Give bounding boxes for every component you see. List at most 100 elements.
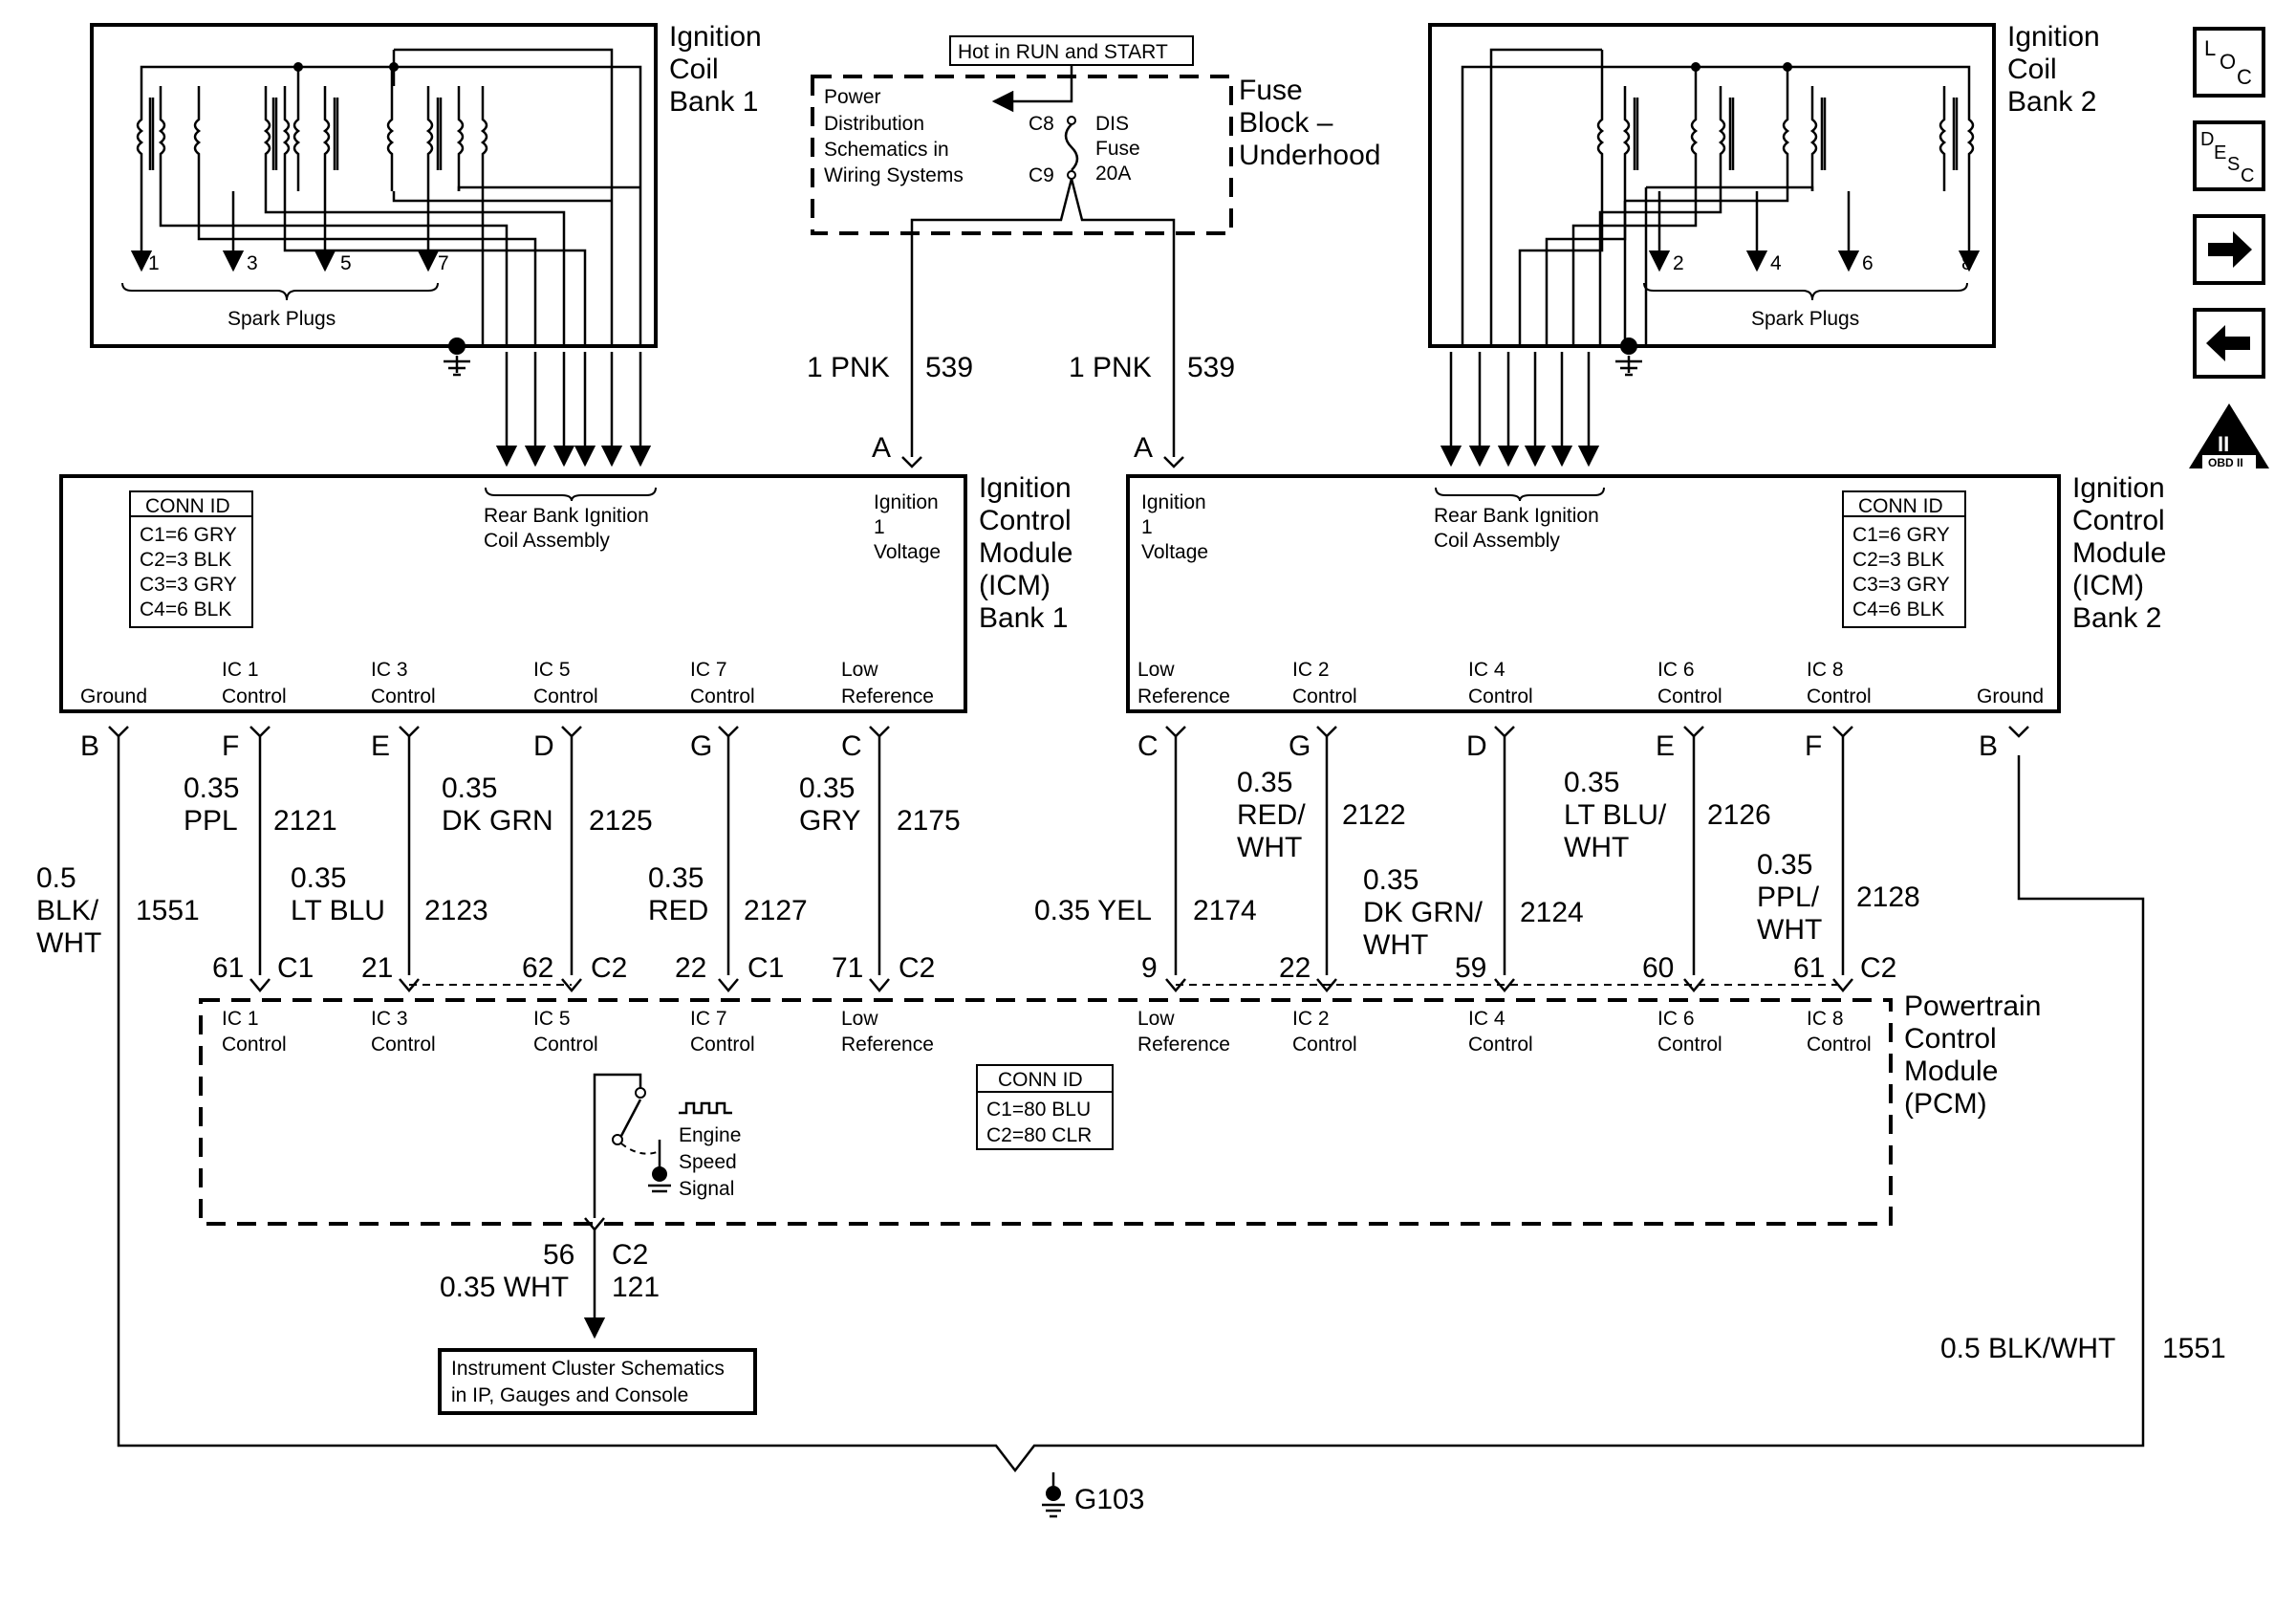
spark-plugs-label-1: Spark Plugs <box>227 308 336 330</box>
icm1-title-3: Module <box>979 537 1072 569</box>
cluster-ref-1: Instrument Cluster Schematics <box>451 1358 725 1380</box>
feed1-circuit: 539 <box>925 352 973 383</box>
icm1-term-ic5-a: IC 5 <box>533 659 571 681</box>
cluster-ref-2: in IP, Gauges and Console <box>451 1384 688 1406</box>
coil-transformers <box>136 86 488 191</box>
w2128-label-3: WHT <box>1757 914 1822 946</box>
wires-bank1: B F E D G C 0.5 BLK/ WHT 1551 0.35 PPL 2… <box>36 726 2145 1473</box>
pcm-pin-60: 60 <box>1642 952 1674 984</box>
w2123-label-1: 0.35 <box>291 862 346 894</box>
pcm-title-3: Module <box>1904 1056 1998 1087</box>
pcm-term-ic2-a: IC 2 <box>1292 1008 1330 1030</box>
icm2-term-ic4-a: IC 4 <box>1468 659 1505 681</box>
icm2-conn-c3: C3=3 GRY <box>1852 574 1950 596</box>
w2123-circuit: 2123 <box>424 895 488 926</box>
pcm-term-lowref2-b: Reference <box>1137 1034 1230 1056</box>
icm2-ign-2: 1 <box>1141 516 1153 538</box>
desc-button[interactable]: D E S C <box>2193 120 2265 191</box>
icm2-conn-id-title: CONN ID <box>1858 495 1943 517</box>
arrow-right-icon <box>2208 231 2252 268</box>
loc-button[interactable]: L O C <box>2193 27 2265 98</box>
feed2-pin: A <box>1134 432 1153 464</box>
desc-D: D <box>2200 129 2214 150</box>
icm2-title-2: Control <box>2072 505 2165 536</box>
icm2-conn-id-box <box>1842 490 1966 628</box>
speed-signal-2: Speed <box>679 1151 737 1173</box>
pcm-conn-c2: C2=80 CLR <box>986 1124 1092 1146</box>
icm2-term-ic8-a: IC 8 <box>1807 659 1844 681</box>
icm1-term-ground: Ground <box>80 686 147 708</box>
icm1-rear-coil-2: Coil Assembly <box>484 530 610 552</box>
speed-signal-1: Engine <box>679 1124 741 1146</box>
coil-bank1-harness <box>495 352 652 468</box>
coil-bank1-title-2: Coil <box>669 54 719 85</box>
w1551-circuit: 1551 <box>136 895 200 926</box>
w2127-label-2: RED <box>648 895 708 926</box>
w2128-circuit: 2128 <box>1856 882 1920 913</box>
pcm-out-circuit: 121 <box>612 1272 660 1303</box>
pcm-conn-c1: C1=80 BLU <box>986 1099 1091 1121</box>
icm2-title-1: Ignition <box>2072 472 2165 504</box>
pcm-term-ic1-a: IC 1 <box>222 1008 259 1030</box>
fuse-label-3: 20A <box>1095 163 1131 185</box>
pcm-pin-22-c1: 22 <box>675 952 706 984</box>
icm1-rear-coil-1: Rear Bank Ignition <box>484 505 649 527</box>
w2122-label-2: RED/ <box>1237 799 1306 831</box>
pds-ref-2: Distribution <box>824 113 924 135</box>
pcm-term-ic3-b: Control <box>371 1034 436 1056</box>
prev-button[interactable] <box>2193 308 2265 379</box>
plug-3-label: 3 <box>247 252 258 274</box>
obd-button[interactable]: II OBD II <box>2189 403 2269 469</box>
w1551b-circuit: 1551 <box>2162 1333 2226 1364</box>
coil-bank2-title-2: Coil <box>2007 54 2057 85</box>
pcm-conn-c1-a: C1 <box>277 952 314 984</box>
icm1-conn-c2: C2=3 BLK <box>140 549 231 571</box>
wires-bank2: C G D E F B 0.35 YEL 2174 0.35 RED/ WHT … <box>1034 726 2226 1364</box>
icm1-title-2: Control <box>979 505 1072 536</box>
pcm-pin-59: 59 <box>1455 952 1486 984</box>
desc-E: E <box>2214 142 2226 163</box>
pcm-term-ic4-a: IC 4 <box>1468 1008 1505 1030</box>
w1551-label-1: 0.5 <box>36 862 76 894</box>
loc-O: O <box>2220 50 2236 74</box>
next-button[interactable] <box>2193 214 2265 285</box>
icm-bank1: Ignition Control Module (ICM) Bank 1 CON… <box>59 472 1072 713</box>
cluster-output: 56 C2 0.35 WHT 121 Instrument Cluster Sc… <box>438 1230 757 1415</box>
side-nav: L O C D E S C II OBD II <box>2189 27 2269 469</box>
pcm-term-ic4-b: Control <box>1468 1034 1533 1056</box>
icm1-term-lowref-a: Low <box>841 659 878 681</box>
pcm-pin-9: 9 <box>1141 952 1158 984</box>
fuse-label-1: DIS <box>1095 113 1129 135</box>
fuse-block-title-2: Block – <box>1239 107 1333 139</box>
pcm-term-ic3-a: IC 3 <box>371 1008 408 1030</box>
icm1-title-1: Ignition <box>979 472 1072 504</box>
coil-bank2-title-3: Bank 2 <box>2007 86 2096 118</box>
coil-bank2-transformers <box>1596 86 1975 191</box>
w2126-label-2: LT BLU/ <box>1564 799 1667 831</box>
pcm-conn-id-box <box>976 1064 1114 1150</box>
icm-bank1-box <box>59 474 967 713</box>
c8-label: C8 <box>1029 113 1054 135</box>
icm2-term-ic4-b: Control <box>1468 686 1533 708</box>
icm2-title-3: Module <box>2072 537 2166 569</box>
pcm-term-ic6-a: IC 6 <box>1657 1008 1695 1030</box>
pcm-pin-62: 62 <box>522 952 553 984</box>
w2122-label-1: 0.35 <box>1237 767 1292 798</box>
plug-6-label: 6 <box>1862 252 1874 274</box>
loc-L: L <box>2204 36 2216 60</box>
pcm-conn-c2-a: C2 <box>591 952 627 984</box>
feed2-circuit: 539 <box>1187 352 1235 383</box>
icm2-term-ic2-a: IC 2 <box>1292 659 1330 681</box>
pcm-conn-c2-c: C2 <box>1860 952 1896 984</box>
icm2-term-ic8-b: Control <box>1807 686 1872 708</box>
desc-S: S <box>2227 154 2240 175</box>
icm2-terminals: Low Reference IC 2 Control IC 4 Control … <box>1137 659 2044 708</box>
icm1-term-ic3-b: Control <box>371 686 436 708</box>
icm2-term-ground: Ground <box>1977 686 2044 708</box>
icm1-conn-c3: C3=3 GRY <box>140 574 237 596</box>
w2125-label-1: 0.35 <box>442 773 497 804</box>
w2126-label-3: WHT <box>1564 832 1629 863</box>
icm-bank2-box <box>1126 474 2061 713</box>
icm1-pin-B: B <box>80 730 99 762</box>
icm1-term-ic1-a: IC 1 <box>222 659 259 681</box>
